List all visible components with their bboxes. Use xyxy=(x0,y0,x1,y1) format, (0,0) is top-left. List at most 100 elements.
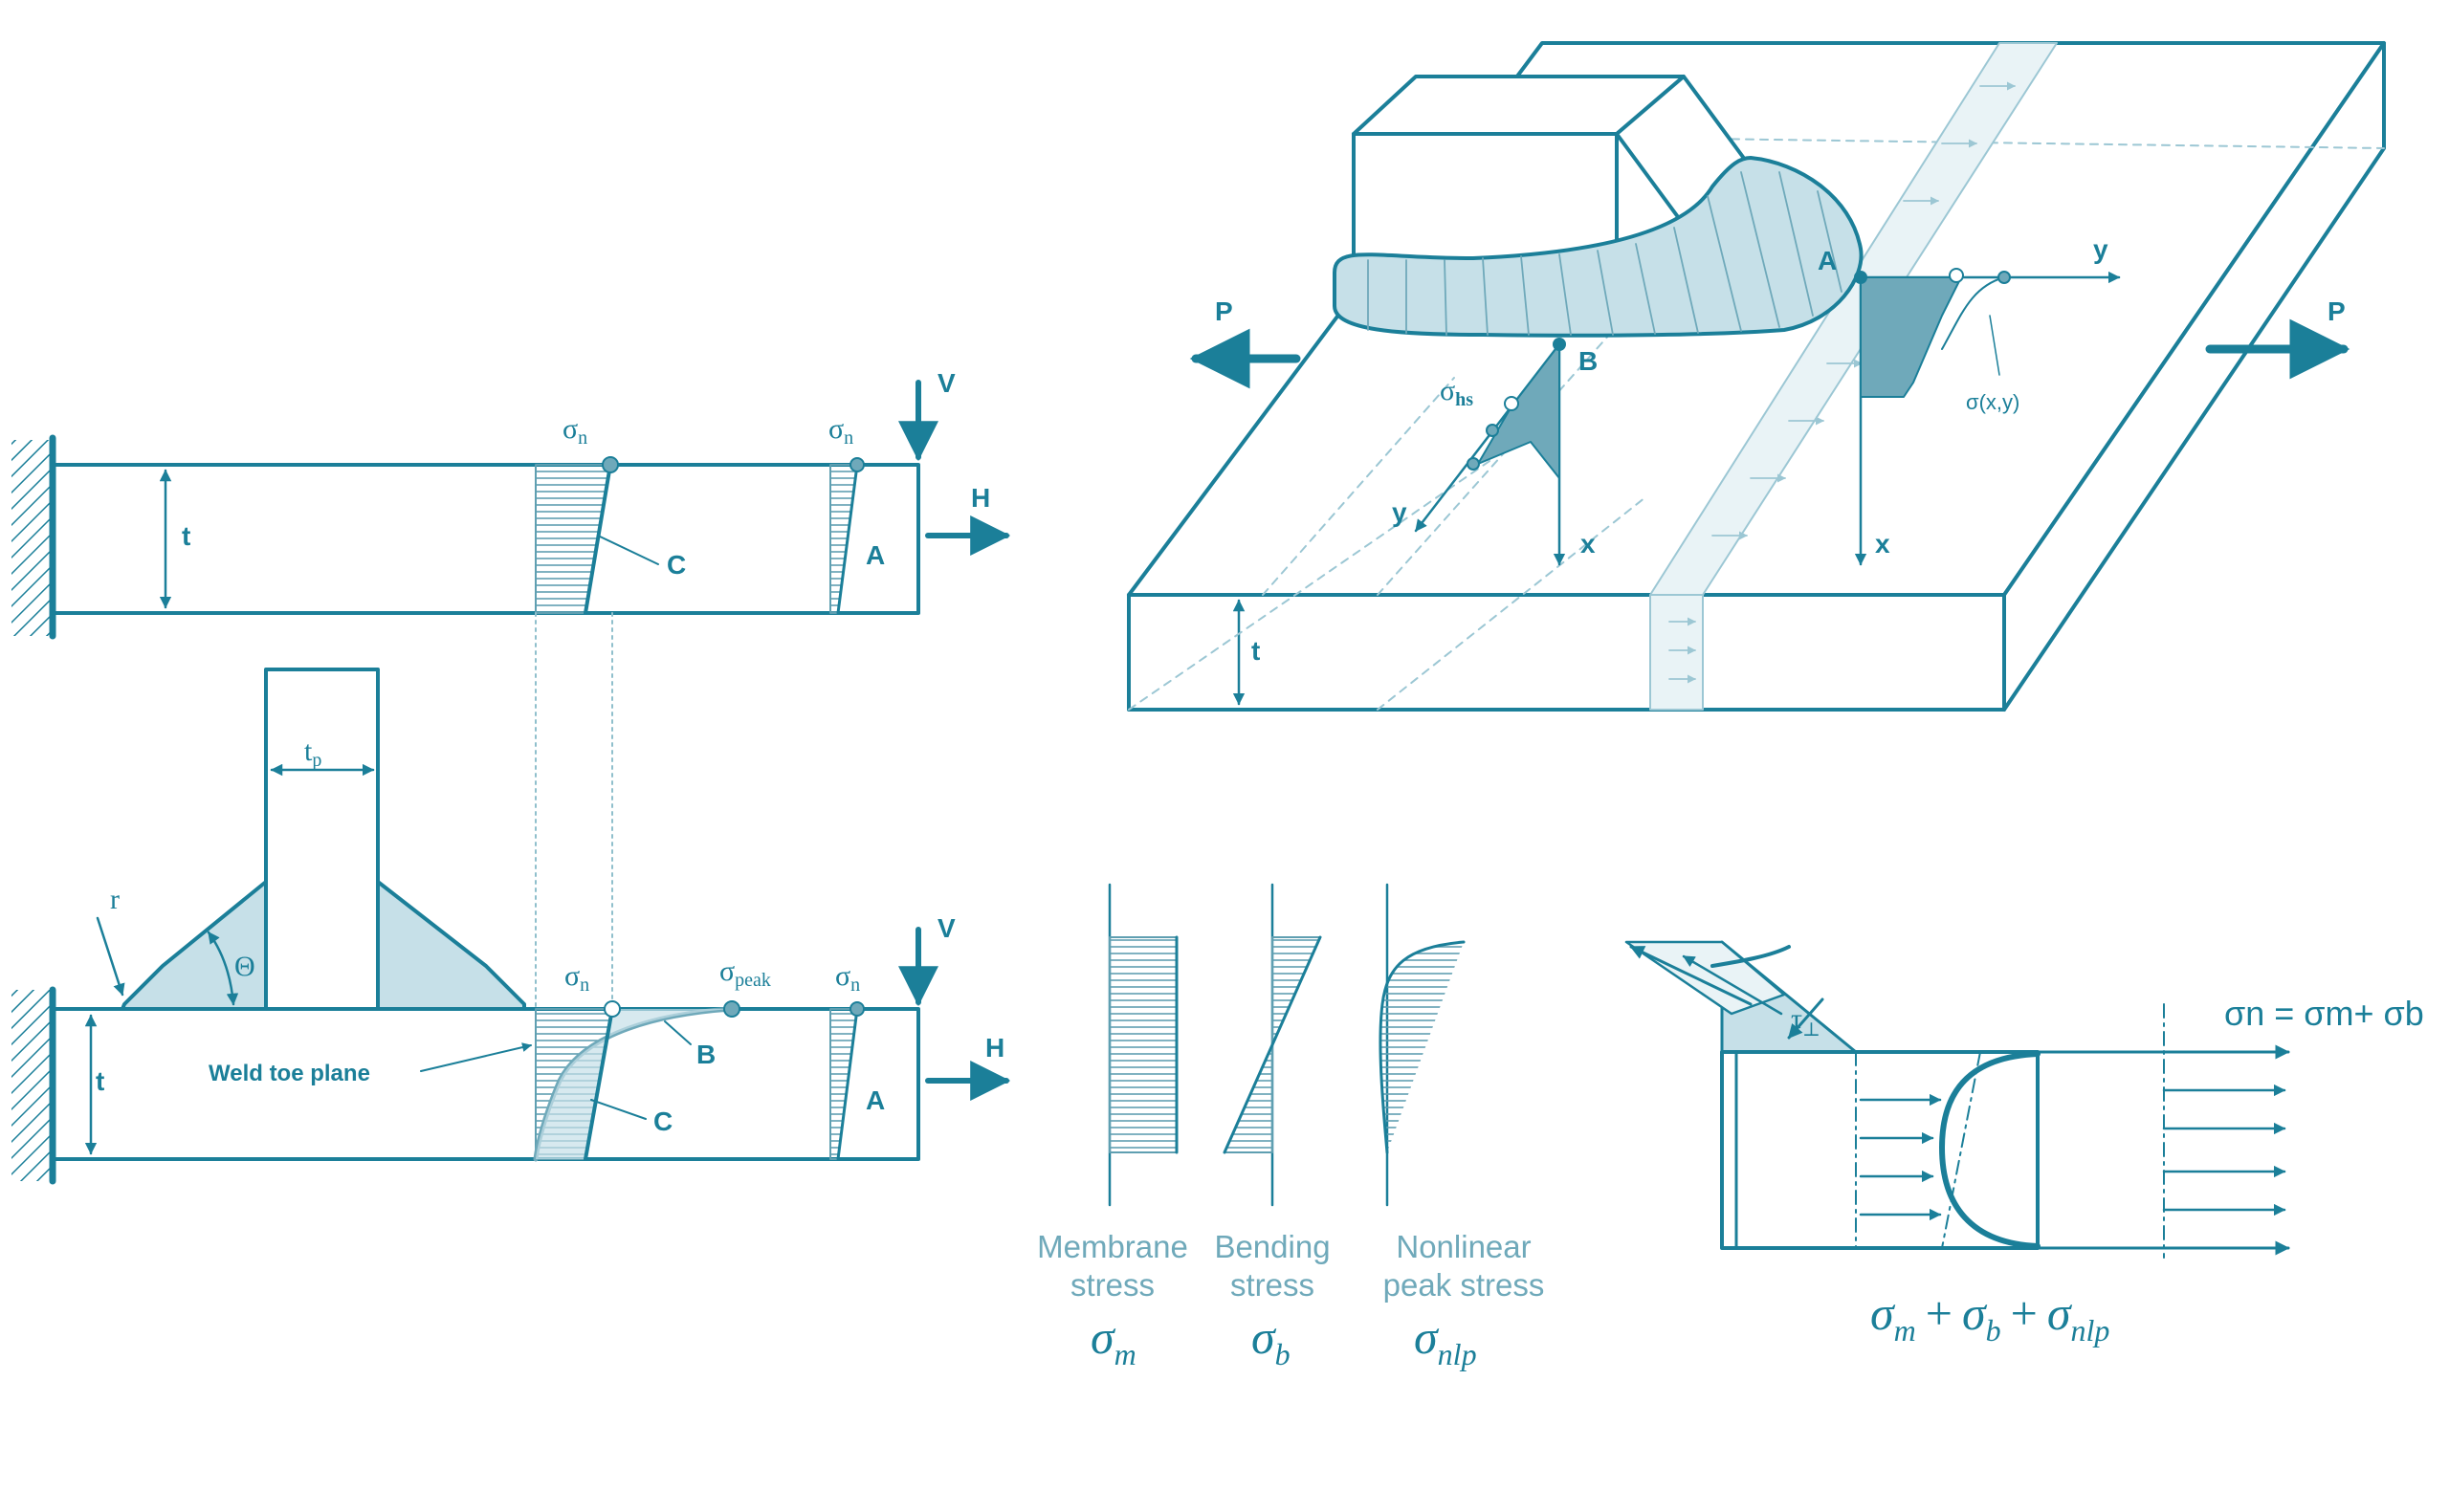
theta-arc xyxy=(207,931,239,1006)
top-c-leader xyxy=(597,535,659,565)
weld-stress-curve xyxy=(1710,945,1791,968)
nonlinear-symbol: σnlp xyxy=(1414,1310,1477,1371)
iso-plate xyxy=(1127,41,2386,712)
hidden-line-4 xyxy=(1262,377,1455,596)
left-weld-fillet xyxy=(121,880,268,1011)
point-b xyxy=(1553,338,1566,351)
nonlinear-curve xyxy=(1379,940,1466,1154)
weld-band-front xyxy=(1649,594,1704,711)
plate-front-face xyxy=(1127,593,2006,712)
bending-symbol: σb xyxy=(1251,1310,1291,1371)
iso-label-y1: y xyxy=(1392,497,1407,527)
top-wall-hatch xyxy=(11,440,50,636)
weld-toe-leader xyxy=(420,1042,532,1072)
section-arrows-left xyxy=(1859,1093,1942,1221)
sigma-a-point-1 xyxy=(1949,268,1964,283)
bending-line2: stress xyxy=(1230,1267,1314,1303)
section-outline xyxy=(1720,1050,2040,1250)
top-label-h: H xyxy=(971,483,990,513)
section-arrows-right xyxy=(2162,1084,2286,1216)
bottom-c-leader xyxy=(590,1099,647,1120)
bottom-sigma-peak-point xyxy=(723,1000,740,1018)
hs-extrap-1 xyxy=(1486,424,1499,437)
tau-label: τ⊥ xyxy=(1791,1003,1820,1041)
bottom-beam xyxy=(11,668,1011,1185)
sigma-hs-point xyxy=(1504,396,1519,411)
membrane-block xyxy=(1109,936,1178,1153)
membrane-line1: Membrane xyxy=(1037,1229,1188,1264)
iso-label-b: B xyxy=(1578,346,1598,376)
tau-arrow xyxy=(1787,997,1824,1040)
top-sigma-n-1: σn xyxy=(563,413,587,449)
tp-label: tp xyxy=(304,735,321,771)
iso-label-x1: x xyxy=(1580,529,1596,559)
section-axis-inner xyxy=(1941,1051,1981,1249)
right-weld-fillet xyxy=(376,880,526,1011)
attachment-plate xyxy=(264,668,380,1011)
iso-label-p-left: P xyxy=(1215,296,1233,326)
iso-sigma-hs: σhs xyxy=(1440,375,1473,410)
hidden-line-5 xyxy=(1702,138,2385,149)
bottom-wall-hatch xyxy=(11,990,50,1181)
sigma-xy-leader xyxy=(1989,315,2000,376)
weld-stress-arrow-1 xyxy=(1629,945,1753,1006)
bottom-sigma-peak: σpeak xyxy=(719,955,771,991)
membrane-line2: stress xyxy=(1070,1267,1155,1303)
bottom-b-leader xyxy=(664,1020,692,1045)
sigma-a-point-2 xyxy=(1997,271,2011,284)
top-beam-outline xyxy=(51,463,920,615)
top-sigma-n-point-2 xyxy=(849,457,865,472)
cross-section xyxy=(1624,940,2290,1259)
top-sigma-n-point-1 xyxy=(602,456,619,473)
hotspot-surface xyxy=(1477,343,1560,479)
bottom-stress-block-a-edge xyxy=(836,1007,859,1161)
top-beam xyxy=(11,380,1011,640)
iso-label-a: A xyxy=(1818,246,1837,275)
hidden-line-1 xyxy=(1128,458,1493,711)
iso-label-y2: y xyxy=(2093,234,2108,264)
nonlinear-line2: peak stress xyxy=(1383,1267,1545,1303)
bottom-label-c: C xyxy=(653,1107,673,1136)
bottom-sigma-n-point-2 xyxy=(849,1001,865,1017)
section-stress-curve xyxy=(1939,1051,2041,1249)
top-label-t: t xyxy=(182,521,190,551)
nonlinear-stress-diagram xyxy=(1379,883,1466,1207)
bottom-label-t: t xyxy=(96,1066,104,1096)
weld-stress-fan xyxy=(1624,940,1786,1016)
r-label: r xyxy=(110,884,120,915)
iso-label-p-right: P xyxy=(2328,296,2346,326)
bottom-sigma-n-2: σn xyxy=(835,960,860,996)
weld-bead xyxy=(1333,156,1864,338)
block-front xyxy=(1352,132,1619,265)
weld-band-arrows xyxy=(1668,81,2016,684)
sum-equation: σm+σb+σnlp xyxy=(1870,1286,2109,1348)
sigma-xy-curve xyxy=(1941,276,2005,350)
iso-label-x2: x xyxy=(1875,529,1890,559)
bottom-label-b: B xyxy=(696,1040,716,1069)
hidden-line-3 xyxy=(1377,315,1627,596)
weld-bead-ribs xyxy=(1367,171,1842,336)
bottom-label-v: V xyxy=(938,913,956,943)
weld-stress-arrow-2 xyxy=(1682,954,1783,1016)
bending-edge xyxy=(1223,935,1322,1154)
iso-label-t: t xyxy=(1251,636,1260,666)
weld-toe-label: Weld toe plane xyxy=(209,1061,370,1086)
top-stress-block-c-edge xyxy=(584,463,612,615)
r-leader xyxy=(96,916,125,997)
point-a xyxy=(1854,271,1867,284)
top-label-c: C xyxy=(667,550,686,580)
equation-top: σn = σm+ σb xyxy=(2224,994,2424,1033)
bottom-label-a: A xyxy=(866,1085,885,1115)
bottom-sigma-n-point-1 xyxy=(604,1000,621,1018)
top-label-a: A xyxy=(866,540,885,570)
bottom-sigma-n-1: σn xyxy=(564,960,589,996)
nonlinear-line1: Nonlinear xyxy=(1396,1229,1531,1264)
hidden-line-2 xyxy=(1377,496,1646,711)
top-stress-block-a-edge xyxy=(836,463,859,615)
bending-stress-diagram xyxy=(1223,883,1322,1207)
iso-sigma-xy: σ(x,y) xyxy=(1966,390,2019,414)
bottom-peak-fill xyxy=(536,1009,732,1159)
bending-line1: Bending xyxy=(1214,1229,1330,1264)
theta-label: Θ xyxy=(234,951,255,982)
